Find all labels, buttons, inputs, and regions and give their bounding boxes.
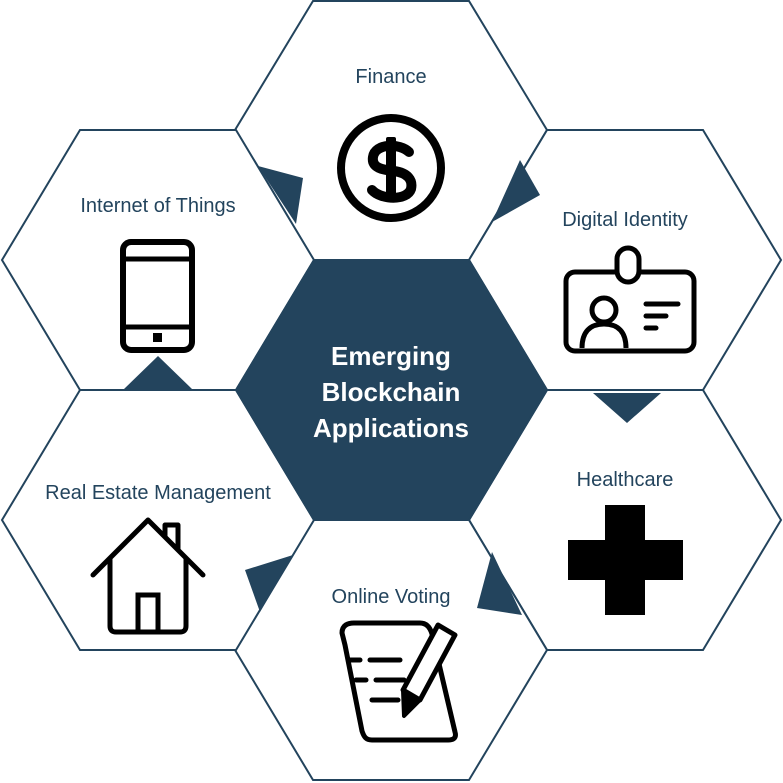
label-iot: Internet of Things [80, 195, 236, 217]
flow-arrow-iot-to-finance [258, 166, 303, 224]
label-healthcare: Healthcare [576, 469, 674, 491]
tablet-device-icon [120, 239, 195, 353]
label-real-estate: Real Estate Management [45, 482, 271, 504]
center-title-line-3: Applications [312, 413, 469, 443]
flow-arrow-realestate-to-iot [124, 356, 192, 389]
id-badge-icon [563, 245, 697, 354]
label-finance: Finance [355, 66, 427, 88]
flow-arrow-healthcare-to-voting [477, 552, 522, 615]
center-title-line-1: Emerging [331, 341, 451, 371]
medical-cross-icon [568, 505, 683, 615]
flow-arrow-finance-to-identity [492, 160, 540, 222]
ballot-pen-icon [339, 620, 458, 743]
center-title: Emerging Blockchain Applications [271, 338, 511, 446]
flow-arrow-voting-to-realestate [245, 555, 293, 612]
dollar-coin-icon [337, 114, 445, 222]
center-title-line-2: Blockchain [321, 377, 461, 407]
hex-center [234, 259, 549, 521]
house-icon [90, 517, 206, 635]
flow-arrow-identity-to-healthcare [593, 393, 661, 423]
label-digital-identity: Digital Identity [562, 209, 688, 231]
label-online-voting: Online Voting [331, 586, 451, 608]
